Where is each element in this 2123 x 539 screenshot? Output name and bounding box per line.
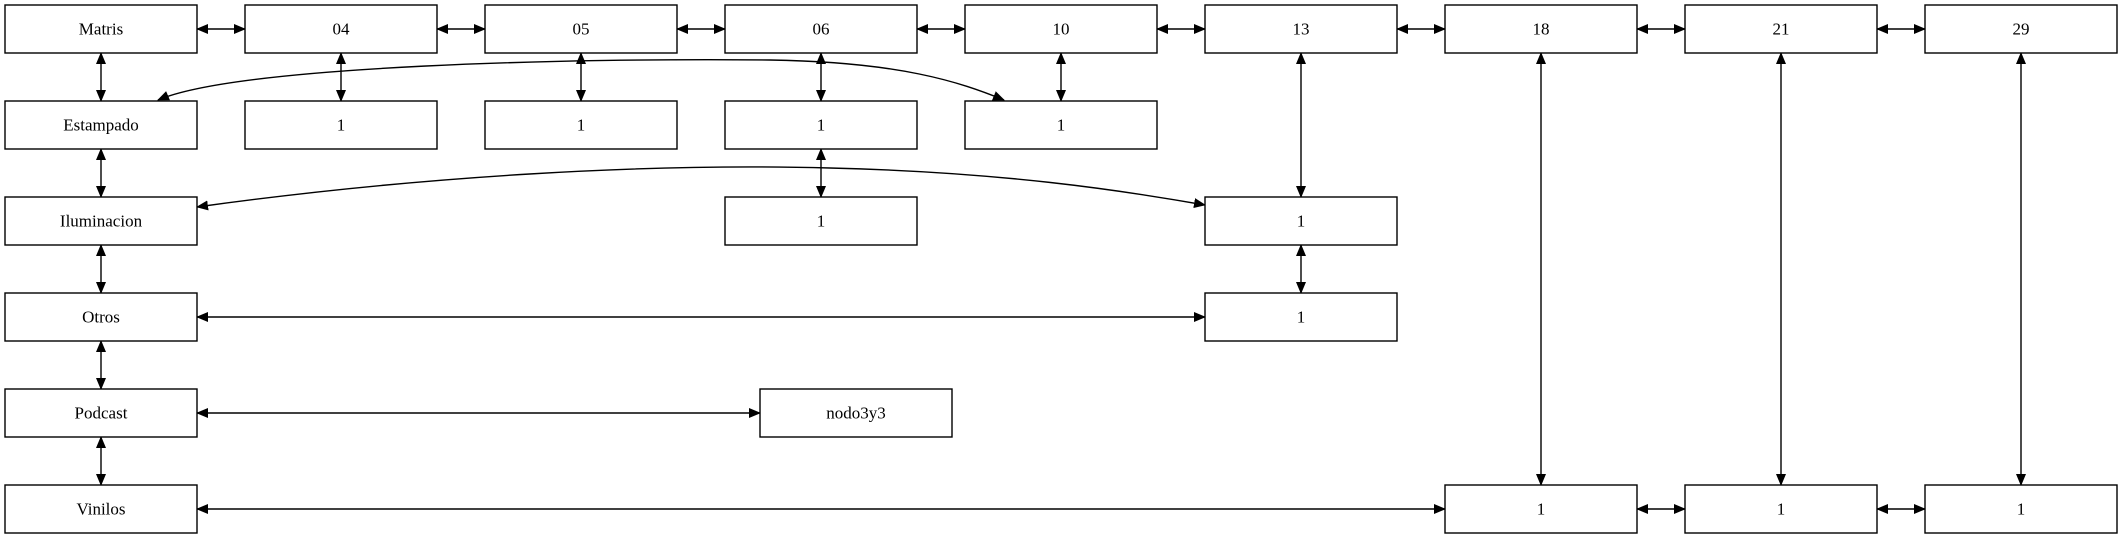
node-ilu-06: 1 xyxy=(724,196,918,246)
node-est-06-label: 1 xyxy=(817,116,826,135)
node-nodo3y3-label: nodo3y3 xyxy=(826,404,886,423)
node-est-05-label: 1 xyxy=(577,116,586,135)
node-otros-label: Otros xyxy=(82,308,120,327)
node-vin-21: 1 xyxy=(1684,484,1878,534)
edge-iluminacion-ilu13 xyxy=(196,166,1206,211)
node-col-29-label: 29 xyxy=(2013,20,2030,39)
node-vinilos-label: Vinilos xyxy=(76,500,125,519)
node-col-21: 21 xyxy=(1684,4,1878,54)
nodes-layer: Matris Estampado Iluminacion Otros Podca… xyxy=(4,4,2118,534)
node-est-10-label: 1 xyxy=(1057,116,1066,135)
node-ilu-13: 1 xyxy=(1204,196,1398,246)
node-col-21-label: 21 xyxy=(1773,20,1790,39)
node-matris: Matris xyxy=(4,4,198,54)
node-matris-label: Matris xyxy=(79,20,123,39)
node-col-18-label: 18 xyxy=(1533,20,1550,39)
node-otros: Otros xyxy=(4,292,198,342)
node-col-10: 10 xyxy=(964,4,1158,54)
node-vin-21-label: 1 xyxy=(1777,500,1786,519)
edges-layer xyxy=(96,24,2026,514)
node-vin-18: 1 xyxy=(1444,484,1638,534)
node-col-13-label: 13 xyxy=(1293,20,1310,39)
node-otr-13: 1 xyxy=(1204,292,1398,342)
node-est-06: 1 xyxy=(724,100,918,150)
node-est-05: 1 xyxy=(484,100,678,150)
edge-estampado-est10 xyxy=(157,59,1005,101)
node-est-10: 1 xyxy=(964,100,1158,150)
node-est-04: 1 xyxy=(244,100,438,150)
node-podcast-label: Podcast xyxy=(75,404,128,423)
node-iluminacion: Iluminacion xyxy=(4,196,198,246)
node-col-10-label: 10 xyxy=(1053,20,1070,39)
node-ilu-13-label: 1 xyxy=(1297,212,1306,231)
node-estampado-label: Estampado xyxy=(63,116,139,135)
node-col-05-label: 05 xyxy=(573,20,590,39)
node-col-04: 04 xyxy=(244,4,438,54)
node-col-13: 13 xyxy=(1204,4,1398,54)
node-col-18: 18 xyxy=(1444,4,1638,54)
node-col-29: 29 xyxy=(1924,4,2118,54)
node-nodo3y3: nodo3y3 xyxy=(759,388,953,438)
node-vin-18-label: 1 xyxy=(1537,500,1546,519)
node-vinilos: Vinilos xyxy=(4,484,198,534)
node-est-04-label: 1 xyxy=(337,116,346,135)
node-col-06: 06 xyxy=(724,4,918,54)
node-col-04-label: 04 xyxy=(333,20,351,39)
node-col-05: 05 xyxy=(484,4,678,54)
node-ilu-06-label: 1 xyxy=(817,212,826,231)
node-col-06-label: 06 xyxy=(813,20,830,39)
node-vin-29-label: 1 xyxy=(2017,500,2026,519)
node-vin-29: 1 xyxy=(1924,484,2118,534)
node-iluminacion-label: Iluminacion xyxy=(60,212,143,231)
node-estampado: Estampado xyxy=(4,100,198,150)
node-podcast: Podcast xyxy=(4,388,198,438)
node-otr-13-label: 1 xyxy=(1297,308,1306,327)
